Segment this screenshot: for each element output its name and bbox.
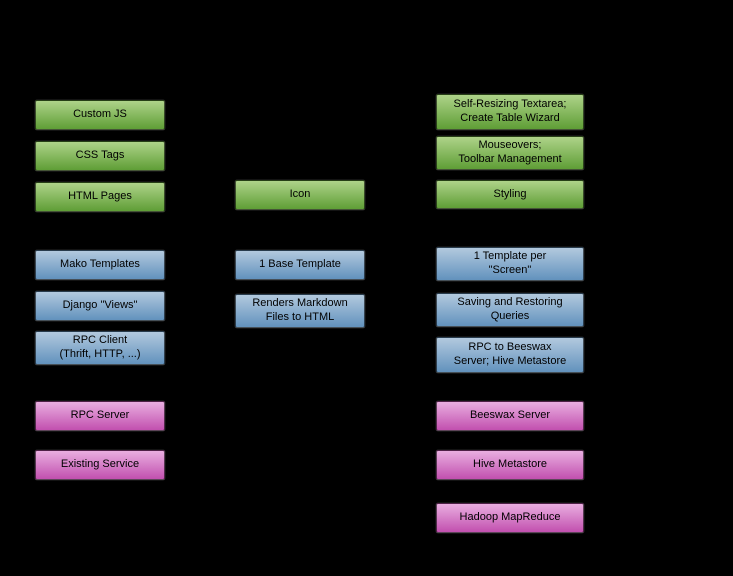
box-label: HTML Pages (68, 190, 132, 203)
box-saving-restoring-queries: Saving and Restoring Queries (436, 293, 584, 327)
box-label: Self-Resizing Textarea; Create Table Wiz… (453, 98, 567, 124)
box-label: Beeswax Server (469, 409, 551, 422)
box-label: Saving and Restoring Queries (457, 296, 563, 322)
box-icon: Icon (235, 180, 365, 210)
box-label: Existing Service (60, 458, 140, 471)
box-rpc-server: RPC Server (35, 401, 165, 431)
box-label: Django "Views" (62, 299, 138, 312)
box-template-per-screen: 1 Template per "Screen" (436, 247, 584, 281)
box-label: Hive Metastore (473, 458, 547, 471)
box-html-pages: HTML Pages (35, 182, 165, 212)
box-mako-templates: Mako Templates (35, 250, 165, 280)
box-self-resizing-textarea: Self-Resizing Textarea; Create Table Wiz… (436, 94, 584, 130)
box-hive-metastore: Hive Metastore (436, 450, 584, 480)
box-mouseovers: Mouseovers; Toolbar Management (436, 136, 584, 170)
box-rpc-client: RPC Client (Thrift, HTTP, ...) (35, 331, 165, 365)
box-rpc-to-beeswax: RPC to Beeswax Server; Hive Metastore (436, 337, 584, 373)
box-beeswax-server: Beeswax Server (436, 401, 584, 431)
box-css-tags: CSS Tags (35, 141, 165, 171)
box-label: 1 Template per "Screen" (473, 250, 547, 276)
box-styling: Styling (436, 180, 584, 209)
box-label: Styling (493, 187, 527, 200)
box-base-template: 1 Base Template (235, 250, 365, 280)
box-label: Renders Markdown Files to HTML (252, 297, 348, 323)
box-label: Mouseovers; Toolbar Management (458, 139, 562, 165)
box-label: Mako Templates (60, 258, 140, 271)
box-label: Icon (289, 188, 311, 201)
box-hadoop-mapreduce: Hadoop MapReduce (436, 503, 584, 533)
box-renders-markdown: Renders Markdown Files to HTML (235, 294, 365, 328)
box-label: RPC to Beeswax Server; Hive Metastore (453, 341, 567, 367)
box-label: CSS Tags (75, 149, 125, 162)
box-label: RPC Client (Thrift, HTTP, ...) (59, 334, 141, 360)
box-custom-js: Custom JS (35, 100, 165, 130)
box-label: RPC Server (70, 409, 130, 422)
box-existing-service: Existing Service (35, 450, 165, 480)
box-label: Hadoop MapReduce (459, 511, 561, 524)
box-label: 1 Base Template (259, 258, 341, 271)
box-label: Custom JS (73, 108, 127, 121)
box-django-views: Django "Views" (35, 291, 165, 321)
